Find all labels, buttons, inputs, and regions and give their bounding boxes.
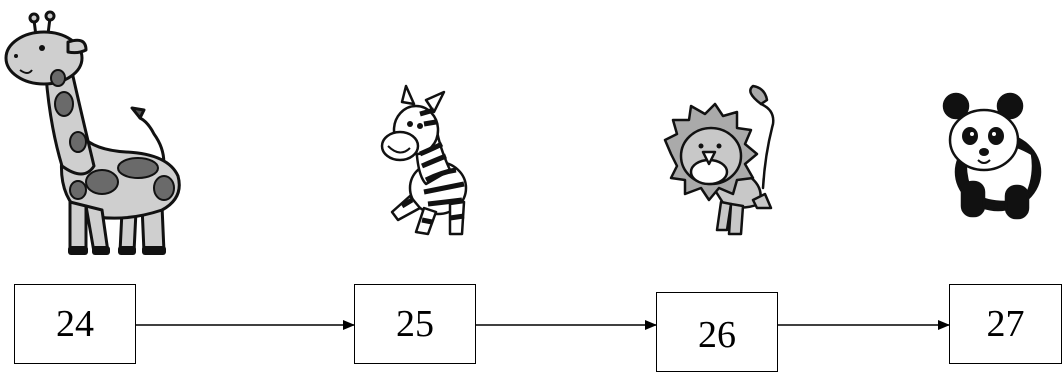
giraffe-icon (2, 6, 187, 258)
lion-icon (661, 84, 781, 240)
panda-icon (942, 90, 1044, 220)
number-box-24: 24 (14, 284, 136, 364)
number-box-27: 27 (949, 284, 1062, 364)
zebra-icon (380, 84, 472, 240)
number-box-25: 25 (354, 284, 476, 364)
number-box-26: 26 (656, 292, 778, 372)
